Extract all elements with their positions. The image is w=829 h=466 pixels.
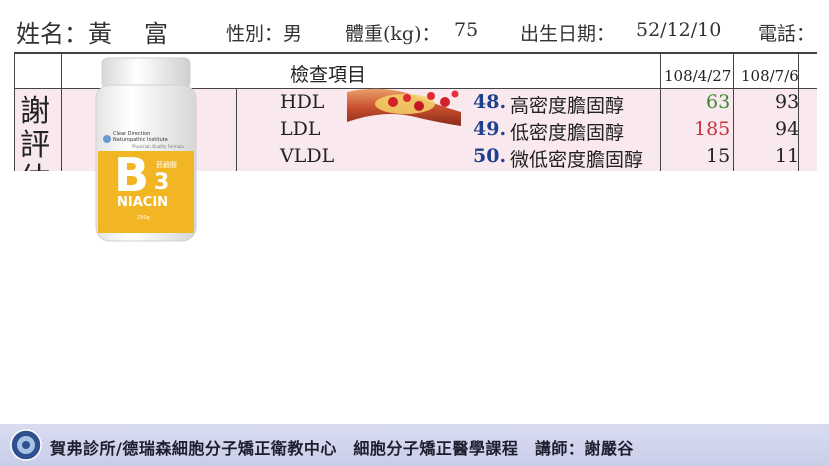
- brand-logo-icon: [103, 135, 111, 143]
- name-value: 黃 富: [88, 20, 172, 48]
- phone-label: 電話：: [758, 23, 816, 45]
- row-name: 高密度膽固醇: [510, 95, 625, 117]
- row-code: HDL: [280, 91, 325, 113]
- table-header: 檢查項目: [290, 64, 367, 86]
- row-number: 50.: [473, 145, 507, 167]
- row-value-2: 94: [775, 118, 800, 140]
- patient-header: 姓名： 黃 富 性別： 男 體重(kg)： 75 出生日期： 52/12/10 …: [0, 12, 829, 48]
- bottle-subtitle: Physician Quality Formula: [132, 144, 184, 149]
- right-col-rule: [798, 52, 799, 171]
- bottle-letter: B: [114, 148, 150, 202]
- side-label-2: 評: [20, 128, 50, 163]
- side-label-3: 估: [20, 154, 50, 171]
- birth-value: 52/12/10: [636, 19, 722, 41]
- row-code: VLDL: [280, 145, 335, 167]
- footer-bar: 賀弗診所/德瑞森細胞分子矯正衛教中心 細胞分子矯正醫學課程 講師：謝嚴谷: [0, 424, 829, 466]
- bottle-product: NIACIN: [117, 195, 169, 210]
- table-left-rule: [14, 52, 15, 171]
- gender-value: 男: [283, 23, 303, 45]
- side-col-rule: [61, 52, 62, 171]
- date2-col-rule: [733, 52, 734, 171]
- row-value-1: 185: [694, 118, 731, 140]
- side-label-3-clip: 估: [20, 154, 60, 171]
- clinic-seal-icon: [10, 429, 42, 461]
- date1-col-rule: [660, 52, 661, 171]
- bottle-brand-2: Naturopathic Institute: [113, 137, 168, 143]
- name-label: 姓名：: [16, 20, 88, 48]
- row-name: 低密度膽固醇: [510, 122, 625, 144]
- bottle-subscript: 3: [154, 170, 170, 195]
- row-name: 微低密度膽固醇: [510, 149, 644, 171]
- weight-label: 體重(kg)：: [345, 23, 441, 45]
- date-col-2: 108/7/6: [741, 67, 799, 85]
- side-label-1: 謝: [20, 94, 50, 129]
- bottle-brand-1: Clear Direction: [113, 131, 151, 137]
- row-value-1: 63: [706, 91, 731, 113]
- row-number: 48.: [473, 91, 507, 113]
- image-col-rule: [236, 88, 237, 171]
- row-number: 49.: [473, 118, 507, 140]
- table-top-rule: [14, 52, 817, 54]
- row-value-1: 15: [706, 145, 731, 167]
- date-col-1: 108/4/27: [664, 67, 732, 85]
- artery-illustration: [347, 88, 461, 126]
- birth-label: 出生日期：: [520, 23, 616, 45]
- gender-label: 性別：: [226, 23, 284, 45]
- niacin-bottle-image: [95, 57, 197, 242]
- footer-text: 賀弗診所/德瑞森細胞分子矯正衛教中心 細胞分子矯正醫學課程 講師：謝嚴谷: [50, 439, 634, 458]
- bottle-chinese: 菸鹼酸: [156, 161, 177, 169]
- header-bottom-rule: [14, 88, 817, 89]
- row-code: LDL: [280, 118, 321, 140]
- row-value-2: 93: [775, 91, 800, 113]
- bottle-weight: 250g: [137, 215, 150, 221]
- row-value-2: 11: [775, 145, 800, 167]
- weight-value: 75: [454, 19, 479, 41]
